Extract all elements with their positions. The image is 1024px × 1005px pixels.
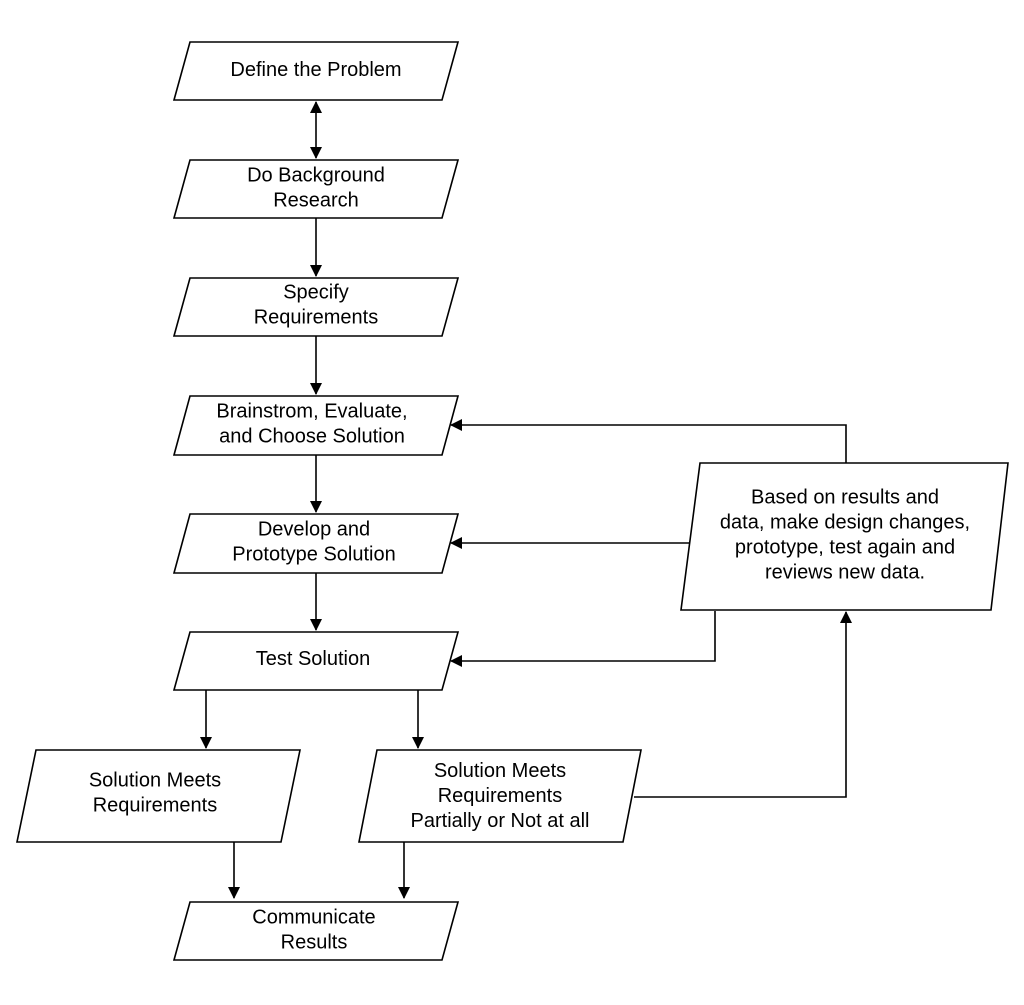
edge-partially-to-redesign bbox=[634, 611, 852, 798]
node-label-line: Prototype Solution bbox=[232, 544, 395, 566]
node-label-line: Requirements bbox=[93, 795, 218, 817]
node-label-line: and Choose Solution bbox=[219, 426, 405, 448]
node-label-line: Research bbox=[273, 190, 359, 212]
node-label-line: Specify bbox=[283, 282, 349, 304]
node-define-the-problem: Define the Problem bbox=[172, 41, 460, 101]
node-label-line: reviews new data. bbox=[765, 562, 925, 584]
edge-redesign-to-brainstorm bbox=[450, 419, 847, 463]
node-test-solution: Test Solution bbox=[172, 631, 460, 691]
node-label-line: Results bbox=[281, 932, 348, 954]
node-label-line: Solution Meets bbox=[89, 770, 221, 792]
node-redesign-loop: Based on results and data, make design ch… bbox=[680, 462, 1009, 611]
node-brainstorm-evaluate-choose: Brainstrom, Evaluate, and Choose Solution bbox=[172, 395, 460, 456]
node-label-line: Define the Problem bbox=[230, 59, 401, 81]
svg-text:Test Solution: Test Solution bbox=[256, 648, 371, 670]
node-label-line: Solution Meets bbox=[434, 760, 566, 782]
edge-redesign-to-test bbox=[450, 611, 716, 667]
node-label-line: Develop and bbox=[258, 519, 370, 541]
node-label-line: Based on results and bbox=[751, 487, 939, 509]
node-label-line: Brainstrom, Evaluate, bbox=[216, 401, 407, 423]
svg-text:Define the Problem: Define the Problem bbox=[230, 59, 401, 81]
node-label-line: prototype, test again and bbox=[735, 537, 955, 559]
svg-text:Brainstrom, Evaluate,and Choos: Brainstrom, Evaluate, and Choose Solution bbox=[216, 401, 407, 448]
node-label-line: Test Solution bbox=[256, 648, 371, 670]
node-label-line: Partially or Not at all bbox=[411, 810, 590, 832]
node-label-line: data, make design changes, bbox=[720, 512, 970, 534]
node-label-line: Do Background bbox=[247, 165, 385, 187]
node-label-line: Requirements bbox=[254, 307, 379, 329]
node-label-line: Communicate bbox=[252, 907, 375, 929]
node-label-line: Requirements bbox=[438, 785, 563, 807]
